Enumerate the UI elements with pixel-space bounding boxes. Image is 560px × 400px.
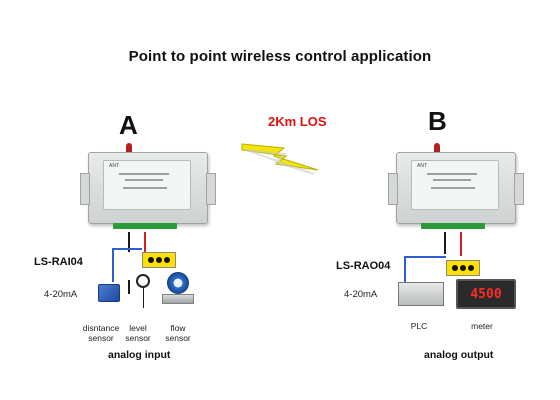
device-b-terminal-block	[421, 223, 485, 229]
device-a-antenna-icon	[126, 143, 132, 155]
device-b-radio-module: ANT	[388, 152, 524, 229]
device-a-radio-module: ANT	[80, 152, 216, 229]
flow-sensor-label: flow sensor	[165, 323, 191, 343]
device-a-ant-label: ANT	[109, 163, 119, 169]
a-signal-label: 4-20mA	[44, 289, 78, 300]
b-wire-blue-drop	[404, 256, 406, 282]
b-indicator-box	[446, 260, 480, 276]
a-wire-blue-run	[112, 248, 142, 250]
analog-output-label: analog output	[424, 349, 494, 361]
b-signal-label: 4-20mA	[344, 289, 378, 300]
plc-label: PLC	[410, 321, 428, 331]
level-sensor-label: level sensor	[125, 323, 151, 343]
flow-sensor-gauge-icon	[167, 272, 189, 294]
meter-display-value: 4500	[470, 286, 502, 302]
a-wire-red	[144, 232, 146, 256]
device-b-ant-label: ANT	[417, 163, 427, 169]
level-sensor-icon	[136, 274, 150, 288]
site-b-letter: B	[428, 106, 447, 136]
distance-sensor-icon	[98, 284, 120, 302]
a-wire-blue-drop	[112, 248, 114, 282]
b-model-label: LS-RAO04	[336, 260, 391, 272]
page-title: Point to point wireless control applicat…	[128, 48, 432, 65]
wireless-link-bolt-icon	[241, 143, 319, 175]
device-a-terminal-block	[113, 223, 177, 229]
b-wire-black	[444, 232, 446, 254]
flow-sensor-pipe-icon	[162, 294, 194, 304]
panel-meter-icon: 4500	[456, 279, 516, 309]
analog-input-label: analog input	[108, 349, 171, 361]
meter-label: meter	[471, 321, 493, 331]
link-distance-label: 2Km LOS	[268, 114, 327, 129]
b-wire-red	[460, 232, 462, 256]
b-wire-blue-run	[404, 256, 446, 258]
a-model-label: LS-RAI04	[34, 256, 83, 268]
level-sensor-cable	[143, 288, 144, 308]
a-wire-black	[128, 232, 130, 252]
plc-icon	[398, 282, 444, 306]
site-a-letter: A	[119, 110, 138, 140]
a-indicator-box	[142, 252, 176, 268]
distance-sensor-cable	[128, 280, 130, 294]
distance-sensor-label: disntance sensor	[82, 323, 120, 343]
device-b-antenna-icon	[434, 143, 440, 155]
